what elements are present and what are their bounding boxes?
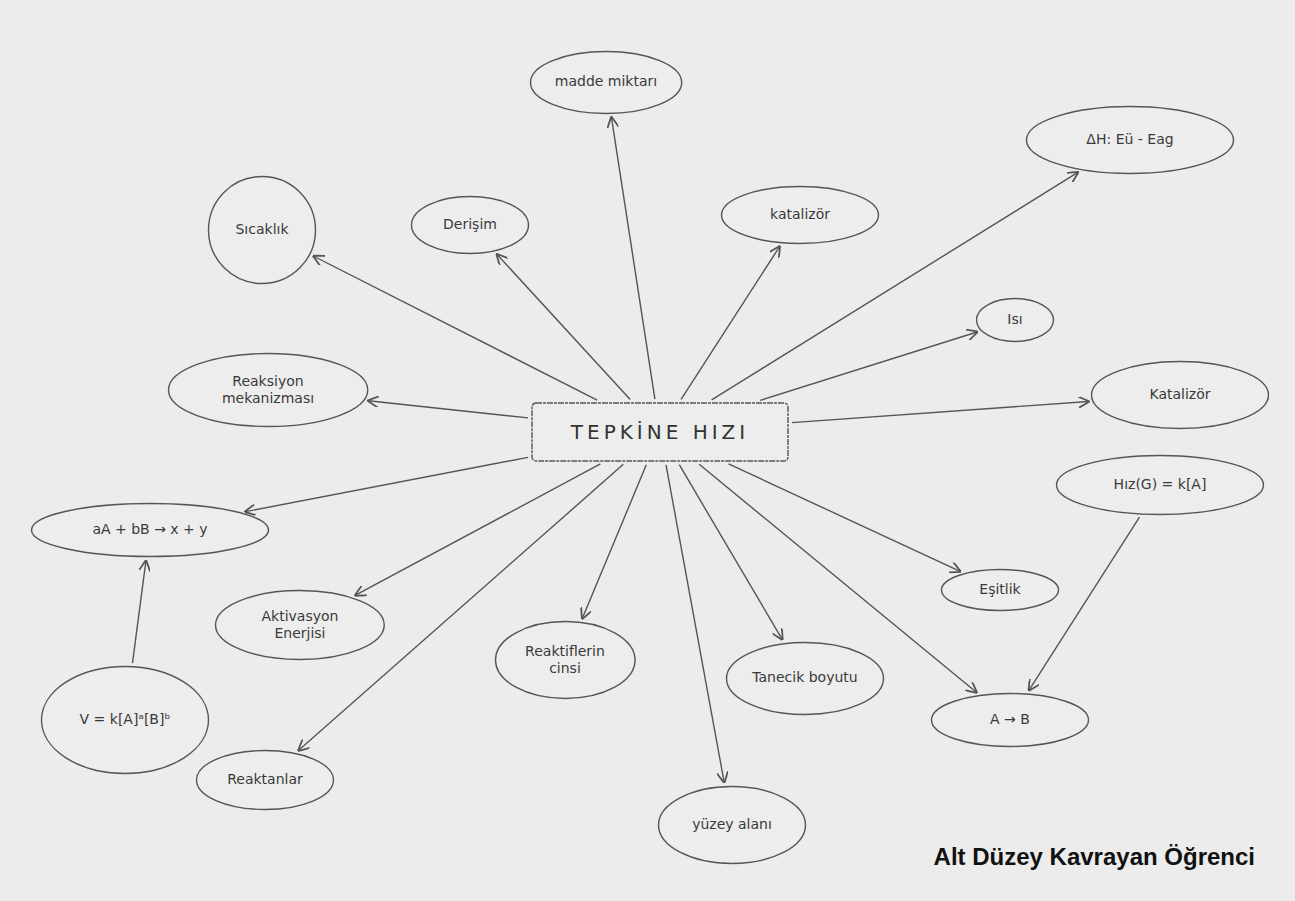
text-wrap: madde miktarı (555, 73, 657, 91)
connector-arrow (681, 247, 779, 400)
concept-bubble: V = k[A]ᵃ[B]ᵇ (40, 665, 210, 775)
text-wrap: Isı (1007, 311, 1022, 329)
concept-bubble: Katalizör (1090, 360, 1270, 430)
concept-text: A → B (990, 711, 1030, 729)
concept-bubble: Hız(G) = k[A] (1055, 454, 1265, 516)
concept-text: Hız(G) = k[A] (1114, 476, 1207, 494)
text-wrap: Tanecik boyutu (752, 669, 857, 687)
concept-text: Tanecik boyutu (752, 669, 857, 687)
concept-bubble: yüzey alanı (657, 785, 807, 865)
text-wrap: Eşitlik (979, 581, 1020, 599)
concept-bubble: Aktivasyon Enerjisi (214, 589, 386, 661)
concept-bubble: katalizör (720, 185, 880, 245)
connector-arrow (760, 332, 977, 400)
concept-text: madde miktarı (555, 73, 657, 91)
text-wrap: Reaktiflerin cinsi (518, 643, 612, 678)
connector-arrow (132, 561, 145, 663)
concept-text: aA + bB → x + y (92, 521, 207, 539)
concept-text: V = k[A]ᵃ[B]ᵇ (80, 711, 171, 729)
connector-arrow (497, 254, 630, 399)
concept-text: Reaksiyon mekanizması (199, 373, 336, 408)
text-wrap: Reaktanlar (227, 771, 303, 789)
connector-arrow (611, 117, 654, 399)
text-wrap: aA + bB → x + y (92, 521, 207, 539)
figure-caption: Alt Düzey Kavrayan Öğrenci (934, 843, 1255, 871)
concept-text: Derişim (443, 216, 497, 234)
central-concept: TEPKİNE HIZI (530, 401, 790, 463)
text-wrap: yüzey alanı (692, 816, 772, 834)
concept-bubble: Sıcaklık (207, 175, 317, 285)
concept-bubble: Reaktanlar (195, 749, 335, 811)
text-wrap: TEPKİNE HIZI (571, 420, 749, 445)
concept-text: yüzey alanı (692, 816, 772, 834)
text-wrap: ΔH: Eü - Eag (1086, 131, 1173, 149)
text-wrap: V = k[A]ᵃ[B]ᵇ (80, 711, 171, 729)
concept-text: Eşitlik (979, 581, 1020, 599)
concept-text: Aktivasyon Enerjisi (242, 608, 357, 643)
concept-bubble: aA + bB → x + y (30, 502, 270, 558)
connector-arrow (246, 457, 528, 511)
connector-arrow (1029, 517, 1139, 690)
concept-bubble: Reaktiflerin cinsi (494, 620, 637, 700)
concept-bubble: madde miktarı (529, 50, 683, 115)
text-wrap: Hız(G) = k[A] (1114, 476, 1207, 494)
text-wrap: Katalizör (1149, 386, 1210, 404)
connector-arrow (679, 465, 782, 640)
connector-arrow (712, 172, 1078, 400)
text-wrap: Derişim (443, 216, 497, 234)
concept-bubble: Derişim (410, 195, 530, 255)
concept-bubble: ΔH: Eü - Eag (1025, 105, 1235, 175)
connector-arrow (582, 465, 646, 618)
concept-bubble: Eşitlik (940, 568, 1060, 612)
concept-bubble: A → B (930, 692, 1090, 748)
concept-bubble: Reaksiyon mekanizması (167, 352, 369, 428)
connector-arrow (792, 402, 1088, 423)
concept-text: katalizör (770, 206, 830, 224)
connector-arrow (666, 465, 724, 782)
text-wrap: Sıcaklık (235, 221, 288, 239)
connector-arrow (368, 401, 528, 418)
text-wrap: katalizör (770, 206, 830, 224)
concept-text: Reaktanlar (227, 771, 303, 789)
concept-bubble: Isı (975, 297, 1055, 343)
concept-text: Sıcaklık (235, 221, 288, 239)
concept-text: Isı (1007, 311, 1022, 329)
concept-text: TEPKİNE HIZI (571, 420, 749, 445)
concept-text: Reaktiflerin cinsi (518, 643, 612, 678)
text-wrap: Reaksiyon mekanizması (199, 373, 336, 408)
concept-text: Katalizör (1149, 386, 1210, 404)
text-wrap: Aktivasyon Enerjisi (242, 608, 357, 643)
concept-text: ΔH: Eü - Eag (1086, 131, 1173, 149)
text-wrap: A → B (990, 711, 1030, 729)
concept-bubble: Tanecik boyutu (725, 641, 885, 716)
